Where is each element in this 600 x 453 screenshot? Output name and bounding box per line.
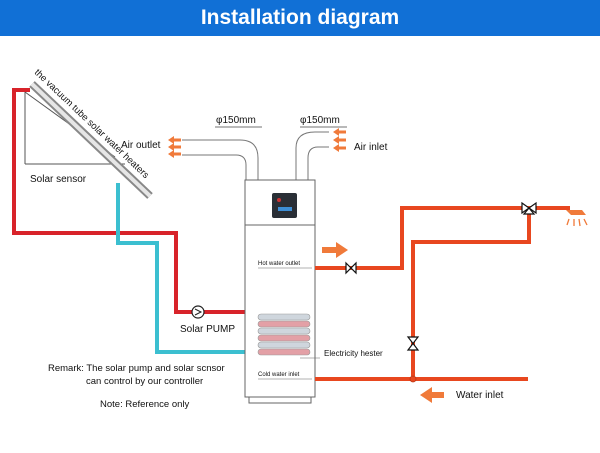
valve-symbol (406, 336, 420, 351)
coil-turn (257, 348, 311, 356)
solar-sensor-label: Solar sensor (30, 174, 87, 185)
collector-tube-inner (30, 82, 152, 198)
air-inlet-arrows (333, 128, 346, 152)
solar-pump-label: Solar PUMP (180, 324, 235, 335)
air-outlet-duct (182, 139, 259, 180)
cold-water-inlet-label: Cold water inlet (258, 372, 300, 378)
shower-head (566, 210, 588, 227)
heat-pump-tank (244, 179, 316, 404)
solar-collector (24, 81, 153, 199)
shower-head-body (566, 210, 586, 215)
control-display (278, 207, 292, 211)
air-outlet-duct-inner (182, 154, 247, 180)
valve-symbol (345, 261, 357, 275)
diagram-stage: the vacuum tube solar water heaters Sola… (0, 36, 600, 448)
coil-turn (257, 327, 311, 335)
diagram-title: Installation diagram (200, 6, 400, 29)
pipe-junction (409, 375, 417, 383)
mixing-valve (521, 201, 537, 215)
reference-note: Note: Reference only (100, 399, 189, 410)
control-panel (272, 193, 297, 218)
title-banner: Installation diagram (0, 0, 600, 36)
air-outlet-arrow (168, 150, 181, 158)
water-inlet-flow-arrow (420, 387, 444, 403)
air-outlet-arrows (168, 136, 181, 158)
heat-exchange-coil (257, 313, 311, 356)
tank-base (248, 396, 312, 404)
electric-heater-label: Electricity hester (324, 349, 383, 358)
air-outlet-label: Air outlet (121, 140, 161, 151)
solar-cold-pipe (116, 183, 250, 354)
air-inlet-duct (295, 131, 329, 180)
water-inlet-label: Water inlet (456, 390, 504, 401)
hot-outlet-valve (345, 261, 357, 275)
remark-line-2: can control by our controller (86, 376, 203, 387)
remark-line-1: Remark: The solar pump and solar scnsor (48, 363, 225, 374)
coil-turn (257, 313, 311, 321)
coil-turn (257, 334, 311, 342)
solar-hot-pipe (12, 88, 250, 314)
shower-spray (583, 218, 588, 226)
hot-water-pipe (315, 206, 570, 270)
air-inlet-label: Air inlet (354, 142, 388, 153)
valve-branch (522, 207, 536, 215)
hot-water-outlet-label: Hot water outlet (258, 261, 300, 267)
duct-left-diameter: φ150mm (216, 115, 256, 126)
mixing-pipe (411, 208, 531, 376)
air-outlet-arrow (168, 136, 181, 144)
installation-diagram: the vacuum tube solar water heaters Sola… (12, 67, 588, 410)
air-outlet-arrow (168, 143, 181, 151)
shower-spray (566, 218, 570, 226)
cold-water-valve (406, 336, 420, 351)
duct-right-diameter: φ150mm (300, 115, 340, 126)
air-inlet-arrow (333, 128, 346, 136)
pump-arrow (194, 308, 203, 316)
hot-water-flow-arrow (322, 242, 348, 258)
shower-spray (578, 218, 581, 227)
pump-symbol (191, 305, 205, 319)
tank-body (244, 224, 316, 398)
air-inlet-duct-inner (307, 146, 329, 180)
control-led (277, 198, 281, 202)
coil-turn (257, 341, 311, 349)
air-inlet-arrow (333, 144, 346, 152)
coil-turn (257, 320, 311, 328)
solar-pump (191, 305, 205, 319)
air-inlet-arrow (333, 136, 346, 144)
